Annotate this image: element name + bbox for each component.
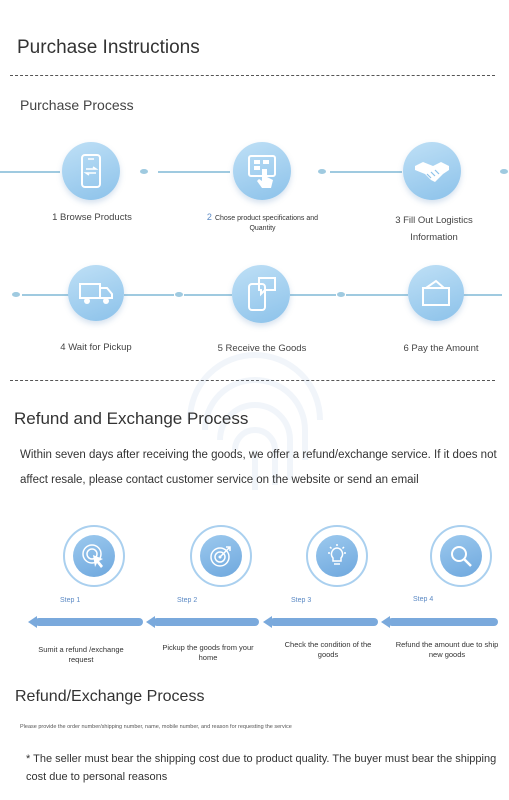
phone-app-icon <box>81 154 101 188</box>
purchase-step-2-text: Chose product specifications and Quantit… <box>214 215 319 232</box>
connector-line <box>22 294 70 296</box>
refund-step-3-tag: Step 3 <box>291 597 312 604</box>
connector-line <box>346 294 408 296</box>
purchase-step-1-circle <box>62 142 120 200</box>
exchange-process-heading: Refund/Exchange Process <box>15 688 205 705</box>
refund-step-2-tag: Step 2 <box>177 597 198 604</box>
purchase-step-3-label: 3 Fill Out Logistics Information <box>395 215 473 243</box>
purchase-step-5-label: 5 Receive the Goods <box>217 343 307 354</box>
refund-step-3-circle <box>316 535 358 577</box>
connector-dot <box>175 292 183 297</box>
exchange-small-note: Please provide the order number/shipping… <box>20 724 292 730</box>
purchase-process-heading: Purchase Process <box>20 97 134 113</box>
arrow-bar <box>388 618 498 626</box>
refund-step-4-ring <box>430 525 492 587</box>
cursor-click-icon <box>82 544 103 568</box>
purchase-step-4-circle <box>68 265 124 321</box>
divider <box>10 75 495 76</box>
arrow-bar <box>35 618 143 626</box>
arrow-head <box>28 616 37 628</box>
refund-step-1-ring <box>63 525 125 587</box>
purchase-step-6-circle <box>408 265 464 321</box>
connector-line <box>124 294 174 296</box>
magnifier-icon <box>451 546 472 567</box>
handshake-icon <box>415 162 449 182</box>
purchase-step-3-circle <box>403 142 461 200</box>
refund-step-3-ring <box>306 525 368 587</box>
connector-line <box>0 171 60 173</box>
connector-line <box>330 171 402 173</box>
target-icon <box>210 546 231 567</box>
purchase-step-2-circle <box>233 142 291 200</box>
connector-line <box>184 294 232 296</box>
arrow-head <box>263 616 272 628</box>
purchase-step-5-circle <box>232 265 290 323</box>
truck-icon <box>79 283 113 304</box>
arrow-bar <box>270 618 378 626</box>
refund-process-heading: Refund and Exchange Process <box>14 409 249 428</box>
refund-step-4-label: Refund the amount due to ship new goods <box>395 640 499 659</box>
phone-chat-icon <box>248 277 276 311</box>
refund-step-1-circle <box>73 535 115 577</box>
lightbulb-icon <box>328 544 346 565</box>
divider <box>10 380 495 381</box>
connector-dot <box>337 292 345 297</box>
connector-dot <box>318 169 326 174</box>
purchase-step-1-label: 1 Browse Products <box>52 212 132 223</box>
arrow-head <box>381 616 390 628</box>
fingerprint-watermark-icon <box>187 352 323 490</box>
wallet-icon <box>422 279 450 306</box>
refund-step-3-label: Check the condition of the goods <box>284 640 372 659</box>
connector-line <box>290 294 336 296</box>
refund-step-1-label: Sumit a refund /exchange request <box>38 645 124 664</box>
refund-description: Within seven days after receiving the go… <box>20 449 497 486</box>
purchase-step-2-number: 2 <box>206 212 212 222</box>
connector-dot <box>140 169 148 174</box>
purchase-step-4-label: 4 Wait for Pickup <box>60 342 132 353</box>
connector-dot <box>12 292 20 297</box>
connector-line <box>462 294 502 296</box>
refund-step-2-circle <box>200 535 242 577</box>
shipping-cost-note: * The seller must bear the shipping cost… <box>26 753 497 783</box>
touch-screen-icon <box>248 155 276 188</box>
refund-step-4-tag: Step 4 <box>413 596 434 603</box>
arrow-bar <box>153 618 259 626</box>
connector-dot <box>500 169 508 174</box>
refund-step-2-ring <box>190 525 252 587</box>
connector-line <box>158 171 230 173</box>
purchase-step-6-label: 6 Pay the Amount <box>403 343 479 354</box>
refund-step-1-tag: Step 1 <box>60 597 81 604</box>
refund-step-4-circle <box>440 535 482 577</box>
arrow-head <box>146 616 155 628</box>
refund-step-2-label: Pickup the goods from your home <box>162 643 254 662</box>
page-title: Purchase Instructions <box>17 37 200 58</box>
